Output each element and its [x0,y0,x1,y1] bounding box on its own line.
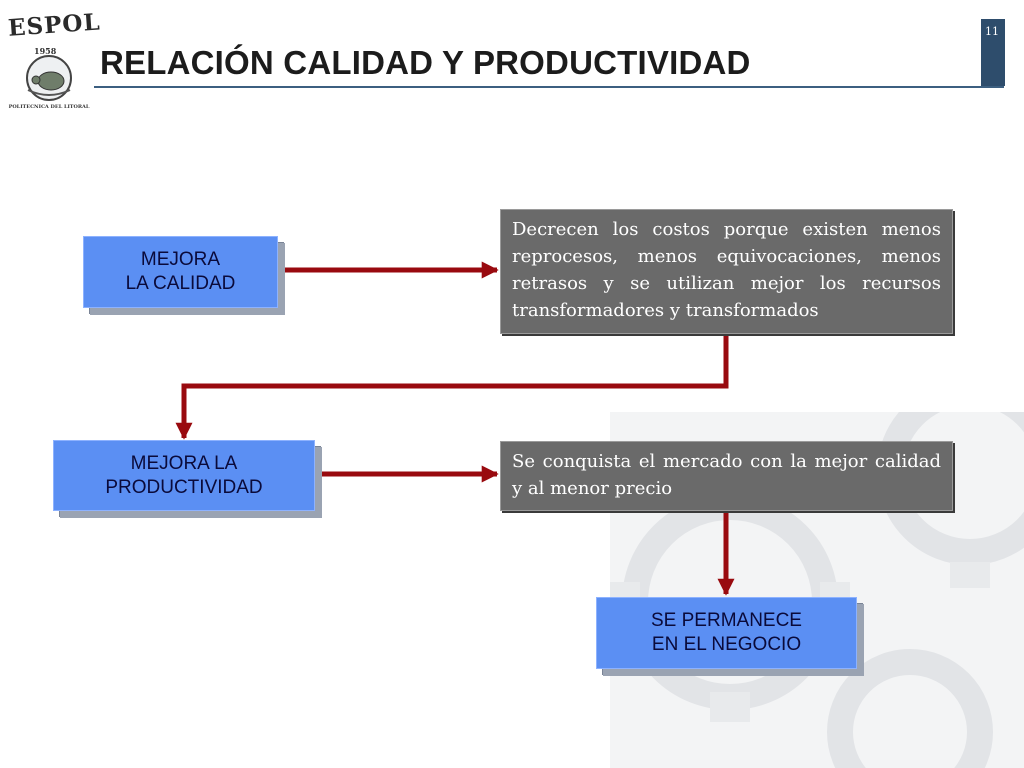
arrow-costos-to-productividad [175,335,729,440]
box-mejora-calidad-line2: LA CALIDAD [125,273,236,294]
box-costos: Decrecen los costos porque existen menos… [500,209,953,334]
box-permanece-line2: EN EL NEGOCIO [651,634,802,655]
page-number-tab [981,19,1005,86]
title-underline [94,86,1004,88]
page-title: RELACIÓN CALIDAD Y PRODUCTIVIDAD [100,44,751,81]
box-mejora-calidad-line1: MEJORA [140,249,221,270]
box-mercado: Se conquista el mercado con la mejor cal… [500,441,953,511]
page-number: 11 [985,25,999,38]
box-mejora-calidad: MEJORA LA CALIDAD [83,236,278,308]
logo-year: 1958 [34,46,57,56]
espol-logo: ESPOL 1958 POLITECNICA DEL LITORAL [7,8,101,110]
logo-caption: POLITECNICA DEL LITORAL [8,104,90,110]
box-mejora-productividad: MEJORA LA PRODUCTIVIDAD [53,440,315,511]
box-mejora-productividad-line1: MEJORA LA [130,452,238,474]
box-permanece-negocio: SE PERMANECE EN EL NEGOCIO [596,597,857,669]
box-permanece-line1: SE PERMANECE [651,610,802,631]
turtle-seal-icon [26,55,72,101]
box-mejora-productividad-line2: PRODUCTIVIDAD [105,476,263,498]
